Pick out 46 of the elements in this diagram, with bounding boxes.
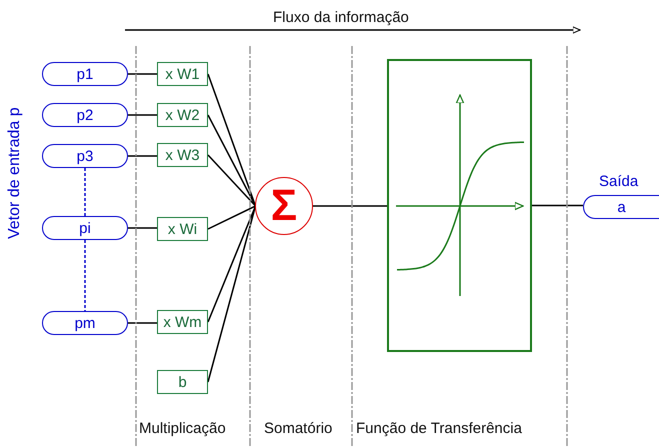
weight-box: [157, 103, 208, 127]
sigma-symbol: Σ: [270, 184, 298, 228]
node-label: b: [178, 374, 187, 390]
connector-line: [207, 114, 256, 206]
input-pill: [42, 62, 128, 86]
node-label: pm: [74, 316, 96, 330]
input-pill: [42, 216, 128, 240]
node-label: x W3: [165, 148, 200, 162]
flow-label: Fluxo da informação: [273, 9, 409, 26]
connector-line: [128, 155, 157, 157]
column-label: Somatório: [264, 420, 332, 437]
connector-line: [207, 206, 256, 382]
node-label: a: [617, 200, 626, 214]
output-pill: [583, 195, 659, 219]
connector-line: [128, 322, 157, 324]
input-pill: [42, 311, 128, 335]
dashed-connector: [84, 240, 86, 311]
node-label: x Wm: [163, 314, 202, 330]
node-label: x W2: [165, 108, 200, 122]
weight-box: [157, 370, 208, 394]
node-label: x W1: [165, 66, 200, 82]
connector-line: [207, 206, 256, 322]
connector-line: [207, 154, 256, 207]
connector-line: [532, 204, 583, 206]
column-label: Multiplicação: [139, 420, 226, 437]
weight-box: [157, 217, 208, 241]
connector-line: [128, 227, 157, 229]
connector-line: [313, 205, 387, 207]
node-label: x Wi: [168, 222, 198, 236]
weight-box: [157, 143, 208, 167]
node-label: p3: [76, 148, 94, 164]
node-label: p1: [76, 66, 94, 82]
input-pill: [42, 103, 128, 127]
vector-label: Vetor de entrada p: [6, 109, 24, 239]
transfer-function-box: [387, 59, 532, 352]
node-label: p2: [76, 108, 94, 122]
output-caption: Saída: [599, 173, 638, 190]
dashed-connector: [84, 168, 86, 216]
column-label: Função de Transferência: [356, 420, 522, 437]
node-label: pi: [79, 220, 91, 236]
weight-box: [157, 62, 208, 86]
connector-line: [208, 205, 256, 230]
connector-line: [128, 73, 157, 75]
connector-line: [128, 114, 157, 116]
input-pill: [42, 144, 128, 168]
weight-box: [157, 310, 208, 334]
